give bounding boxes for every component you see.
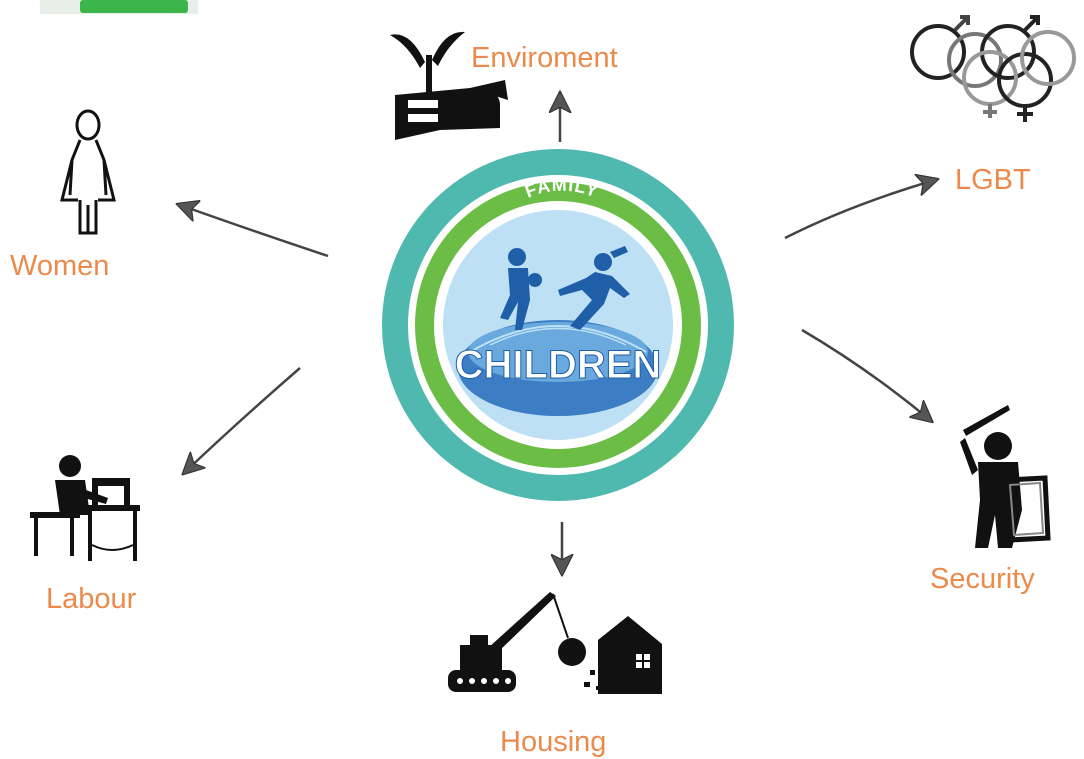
riot-police-icon bbox=[960, 405, 1051, 548]
sewing-worker-icon bbox=[30, 455, 140, 561]
arrow-to-security bbox=[801, 328, 930, 420]
label-housing: Housing bbox=[500, 726, 607, 758]
gender-symbols-icon bbox=[910, 15, 1076, 122]
arrow-to-women bbox=[180, 205, 329, 258]
arrow-to-lgbt bbox=[784, 180, 935, 240]
plant-in-hand-icon bbox=[390, 31, 508, 140]
label-lgbt: LGBT bbox=[955, 164, 1031, 196]
woman-figure-icon bbox=[60, 109, 116, 235]
corner-green-graphic bbox=[40, 0, 198, 14]
arrow-to-labour bbox=[185, 367, 301, 472]
arrows bbox=[180, 95, 935, 572]
children-label: CHILDREN bbox=[455, 343, 662, 387]
label-security: Security bbox=[930, 563, 1035, 595]
children-playing-icon bbox=[500, 246, 630, 330]
center-rings: CHILDREN COMMUNITY FAMILY bbox=[382, 84, 734, 501]
label-labour: Labour bbox=[46, 583, 137, 615]
label-environment: Enviroment bbox=[471, 42, 618, 74]
demolition-crane-icon bbox=[448, 592, 662, 694]
label-women: Women bbox=[10, 250, 110, 282]
